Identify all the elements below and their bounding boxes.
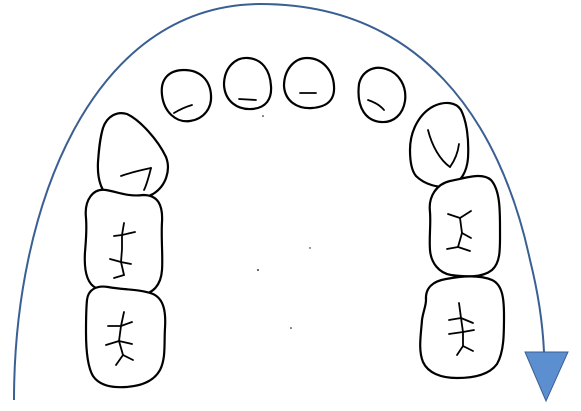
molar-left [86, 287, 165, 388]
speck [257, 269, 259, 271]
speck [309, 247, 310, 248]
speck [290, 327, 292, 329]
canine-right [410, 103, 468, 187]
incisor-right-central [284, 58, 334, 108]
premolar-right [430, 176, 500, 276]
canine-left [98, 113, 168, 201]
arrowhead [525, 352, 568, 401]
incisor-left-central [224, 58, 271, 109]
molar-right [420, 277, 504, 379]
incisor-right-lateral [359, 68, 406, 122]
premolar-left [85, 190, 163, 295]
incisor-left-lateral [162, 70, 211, 121]
speck [262, 115, 264, 117]
